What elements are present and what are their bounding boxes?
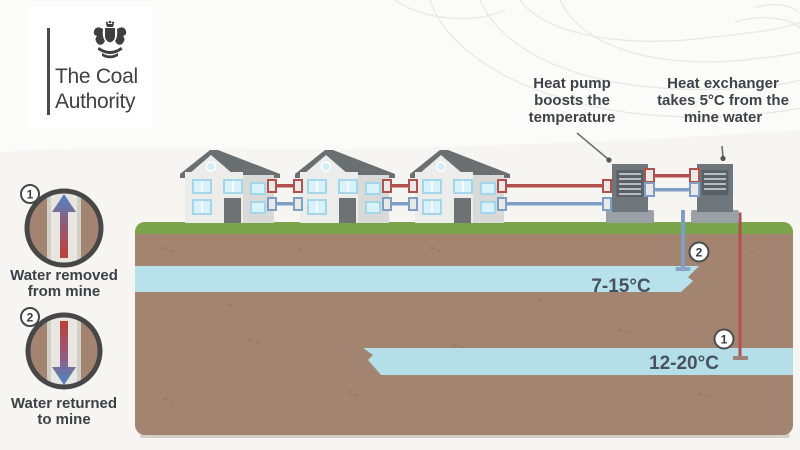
logo-wordmark: The Coal Authority [55, 64, 138, 114]
svg-text:2: 2 [27, 311, 34, 325]
heat-exchanger-unit [691, 164, 739, 223]
upper-water-temperature: 7-15°C [591, 276, 651, 297]
heat-exchanger-callout: Heat exchanger takes 5°C from the mine w… [657, 75, 789, 126]
callout-pointers [576, 132, 726, 163]
logo-line-2: Authority [55, 90, 136, 113]
return-pipe-badge: 2 [688, 241, 710, 263]
lower-mine-water [363, 348, 793, 375]
soil-speckles [162, 246, 755, 403]
return-borehole-pipe [675, 210, 691, 271]
water-returned-label: Water returned to mine [10, 395, 118, 428]
pipe-connectors [267, 168, 700, 211]
svg-text:1: 1 [27, 188, 34, 202]
water-removed-icon: 1 [20, 184, 104, 268]
upper-mine-water [135, 266, 699, 292]
heat-pump-unit [606, 164, 654, 223]
logo-line-1: The Coal [55, 65, 138, 88]
coal-authority-logo: The Coal Authority [28, 6, 152, 128]
heat-pump-callout: Heat pump boosts the temperature [528, 75, 616, 126]
water-removed-label: Water removed from mine [10, 267, 118, 300]
logo-divider [47, 28, 50, 115]
royal-crest-icon [93, 20, 127, 59]
extraction-pipe-badge: 1 [713, 328, 735, 350]
svg-text:2: 2 [696, 246, 703, 260]
grass-surface [135, 222, 793, 234]
contour-lines [394, 0, 800, 118]
svg-text:1: 1 [721, 333, 728, 347]
hot-pipe-link [645, 174, 700, 178]
ground-cross-section [135, 222, 793, 438]
lower-water-temperature: 12-20°C [649, 353, 719, 374]
water-returned-icon: 2 [20, 307, 103, 390]
cold-pipe-link [645, 188, 700, 192]
